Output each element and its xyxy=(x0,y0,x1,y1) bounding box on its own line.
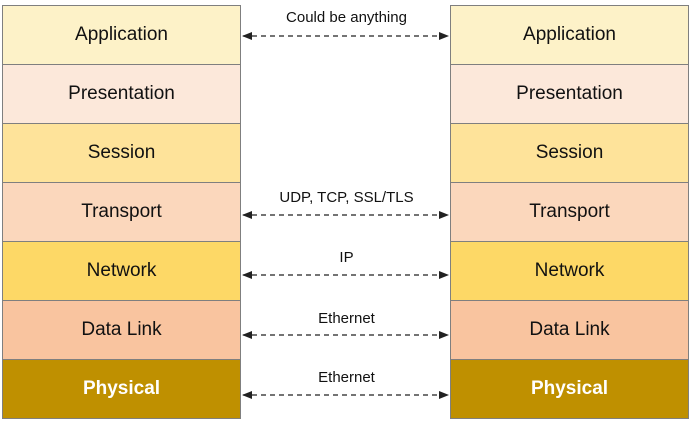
right-layer-physical: Physical xyxy=(450,359,689,419)
right-layer-network: Network xyxy=(450,241,689,301)
left-layer-physical: Physical xyxy=(2,359,241,419)
right-layer-application: Application xyxy=(450,5,689,65)
right-layer-session: Session xyxy=(450,123,689,183)
left-layer-application: Application xyxy=(2,5,241,65)
right-layer-presentation: Presentation xyxy=(450,64,689,124)
left-layer-session: Session xyxy=(2,123,241,183)
link-label-physical: Ethernet xyxy=(318,369,375,386)
link-label-network: IP xyxy=(339,249,354,266)
link-label-transport: UDP, TCP, SSL/TLS xyxy=(279,189,414,206)
right-layer-transport: Transport xyxy=(450,182,689,242)
link-label-application: Could be anything xyxy=(286,9,407,26)
left-osi-stack: Application Presentation Session Transpo… xyxy=(2,5,241,419)
right-layer-data-link: Data Link xyxy=(450,300,689,360)
left-layer-data-link: Data Link xyxy=(2,300,241,360)
right-osi-stack: Application Presentation Session Transpo… xyxy=(450,5,689,419)
left-layer-network: Network xyxy=(2,241,241,301)
link-label-data-link: Ethernet xyxy=(318,310,375,327)
